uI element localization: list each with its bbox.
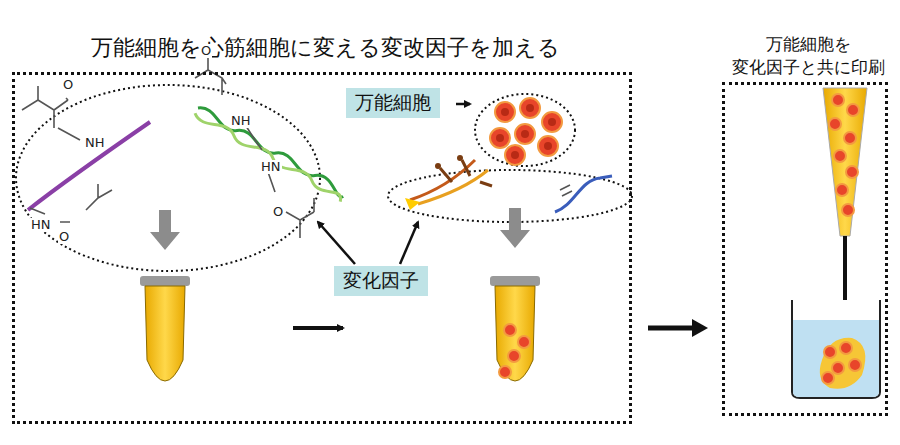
cell bbox=[505, 145, 525, 165]
cell-nucleus bbox=[544, 142, 552, 150]
label-text: 変化因子 bbox=[343, 269, 419, 291]
label-text: 万能細胞 bbox=[355, 91, 431, 113]
cell bbox=[832, 94, 844, 106]
cell-nucleus bbox=[521, 130, 529, 138]
cell bbox=[842, 204, 854, 216]
cell bbox=[515, 124, 535, 144]
dotted-frame: 万能細胞を 変化因子と共に印刷 bbox=[722, 82, 888, 416]
cell bbox=[834, 150, 846, 162]
cell bbox=[824, 346, 836, 358]
dotted-frame: 万能細胞を心筋細胞に変える変改因子を加える万能細胞変化因子 bbox=[12, 72, 632, 424]
cell bbox=[846, 166, 858, 178]
atom-label: NH bbox=[84, 136, 106, 150]
cell-nucleus bbox=[511, 151, 519, 159]
atom-label: O bbox=[272, 205, 284, 219]
frame-heading: 万能細胞を心筋細胞に変える変改因子を加える bbox=[15, 33, 635, 63]
cell-nucleus bbox=[526, 104, 534, 112]
cell bbox=[499, 366, 511, 378]
flow-arrow bbox=[648, 319, 708, 337]
atom-label: NH bbox=[230, 114, 252, 128]
label-box: 万能細胞 bbox=[346, 88, 440, 118]
cell bbox=[542, 112, 562, 132]
cell bbox=[520, 98, 540, 118]
cell bbox=[836, 184, 848, 196]
cell bbox=[495, 102, 515, 122]
cell bbox=[849, 359, 861, 371]
cell bbox=[832, 362, 844, 374]
atom-label: O bbox=[58, 230, 70, 244]
cell-nucleus bbox=[548, 118, 556, 126]
cell bbox=[829, 118, 841, 130]
cell bbox=[508, 350, 520, 362]
cell bbox=[840, 342, 852, 354]
cell bbox=[504, 324, 516, 336]
atom-label: O bbox=[62, 78, 74, 92]
cell bbox=[847, 104, 859, 116]
atom-label: HN bbox=[260, 160, 282, 174]
atom-label: O bbox=[200, 44, 212, 58]
cell-nucleus bbox=[501, 108, 509, 116]
cell bbox=[538, 136, 558, 156]
cell bbox=[490, 128, 510, 148]
atom-label: HN bbox=[30, 218, 52, 232]
frame-heading: 万能細胞を 変化因子と共に印刷 bbox=[717, 33, 899, 79]
cell bbox=[822, 372, 834, 384]
label-box: 変化因子 bbox=[334, 266, 428, 296]
cell-nucleus bbox=[496, 134, 504, 142]
cell bbox=[518, 336, 530, 348]
cell bbox=[844, 132, 856, 144]
